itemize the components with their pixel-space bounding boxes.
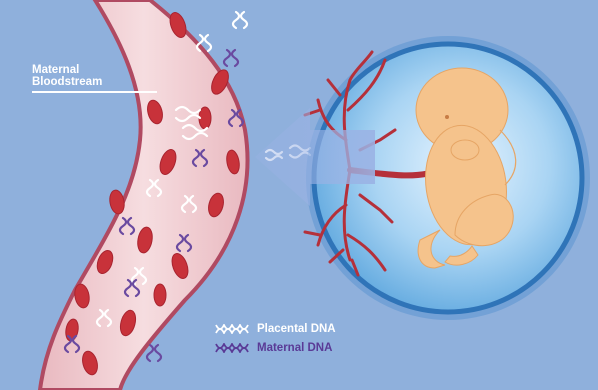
maternal-dna-icon [215,343,251,353]
legend-maternal-dna: Maternal DNA [215,342,332,354]
label-line-1: Maternal [32,64,102,76]
maternal-bloodstream-label: Maternal Bloodstream [32,64,102,88]
label-line-2: Bloodstream [32,76,102,88]
legend-placental-dna: Placental DNA [215,323,336,335]
placental-dna-icon [215,324,251,334]
maternal-dna-label: Maternal DNA [257,342,332,354]
fetus [416,68,516,268]
placental-dna-label: Placental DNA [257,323,336,335]
label-underline [32,91,157,93]
